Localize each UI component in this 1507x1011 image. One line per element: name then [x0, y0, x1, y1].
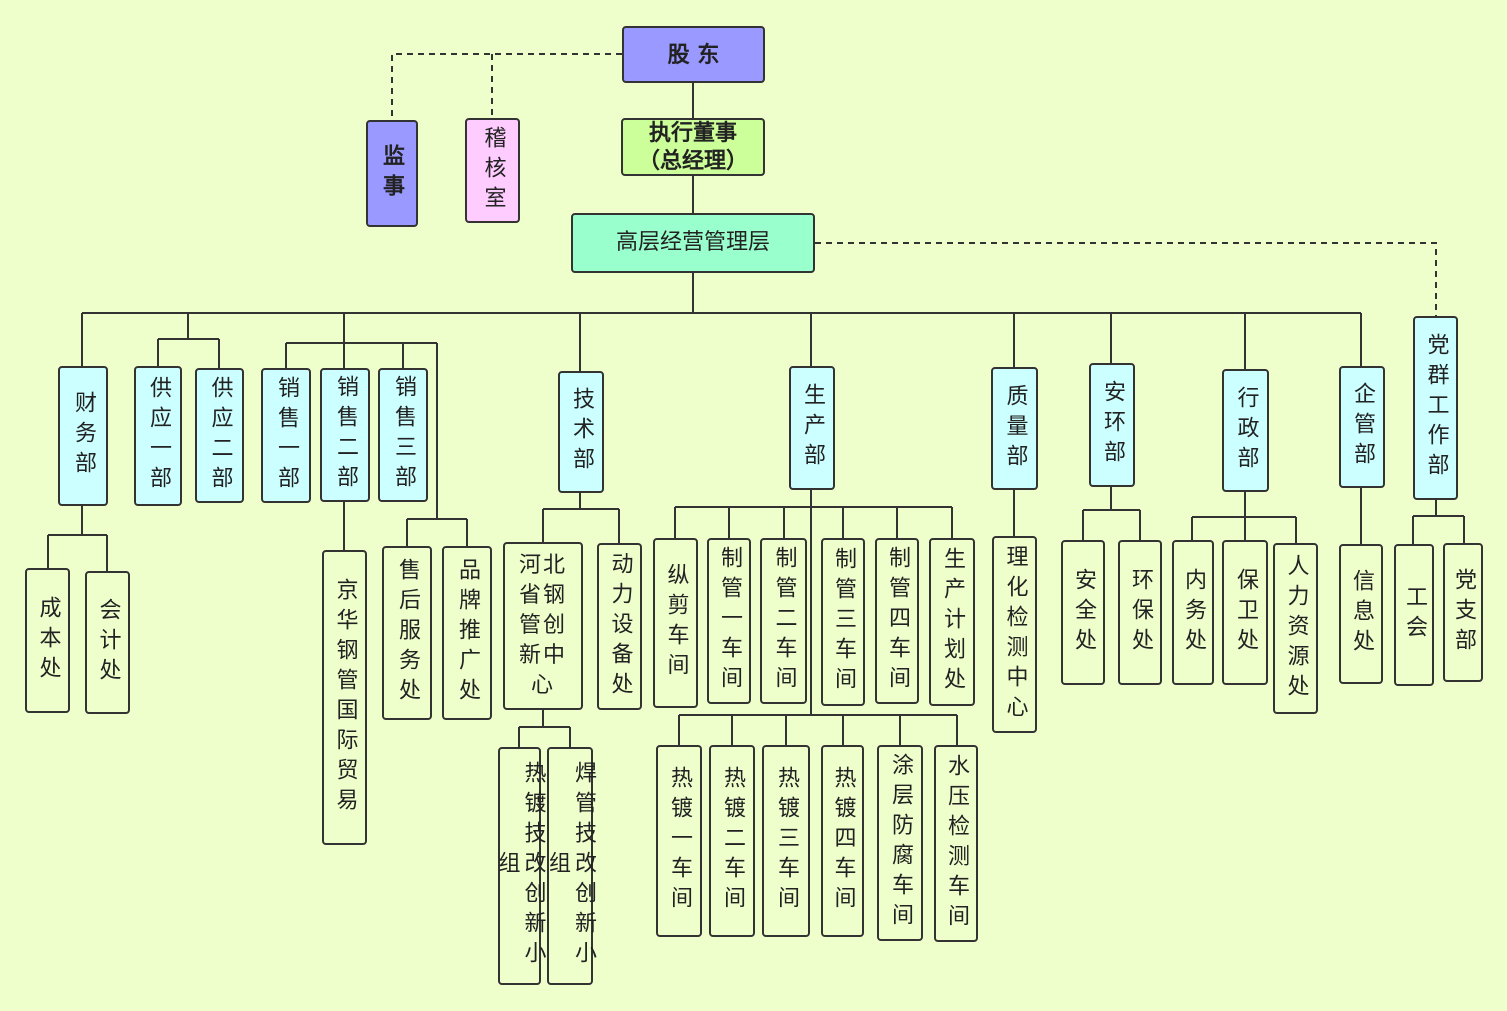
unit-aftersales-label: 售后服务处	[395, 558, 420, 708]
dept-finance-label: 财务部	[71, 391, 96, 481]
unit-weld-group: 焊管技改创新小组	[545, 747, 596, 985]
dept-enterprise-mgmt: 企管部	[1339, 366, 1385, 488]
unit-pipe1-label: 制管一车间	[717, 546, 742, 696]
unit-party-branch-label: 党支部	[1451, 567, 1476, 658]
dashed-link-supervisor	[391, 53, 622, 120]
unit-pipe4-label: 制管四车间	[885, 546, 910, 696]
management-box: 高层经营管理层	[571, 213, 815, 273]
unit-galv4: 热镀四车间	[821, 745, 864, 937]
unit-internal: 内务处	[1172, 540, 1214, 685]
unit-pipe4: 制管四车间	[875, 538, 919, 704]
executive-label: 执行董事 （总经理）	[637, 120, 748, 174]
unit-hydro-label: 水压检测车间	[944, 753, 969, 934]
unit-galv-group-label: 热镀技改创新小组	[494, 761, 546, 971]
dept-sales3-label: 销售三部	[391, 375, 416, 495]
unit-weld-group-label: 焊管技改创新小组	[545, 761, 596, 971]
unit-coating: 涂层防腐车间	[877, 745, 923, 941]
dept-admin-label: 行政部	[1233, 385, 1259, 476]
dept-admin: 行政部	[1222, 369, 1269, 492]
unit-safety: 安全处	[1061, 540, 1105, 685]
dept-sales1-label: 销售一部	[274, 375, 299, 496]
unit-info: 信息处	[1339, 544, 1383, 684]
unit-accounting-label: 会计处	[95, 597, 121, 688]
dept-supply1-label: 供应一部	[146, 376, 171, 496]
unit-galv1: 热镀一车间	[656, 745, 702, 937]
unit-galv2: 热镀二车间	[709, 745, 755, 937]
unit-power-equipment: 动力设备处	[597, 543, 642, 710]
unit-galv3: 热镀三车间	[762, 745, 810, 937]
unit-cost-label: 成本处	[35, 595, 61, 686]
dept-finance: 财务部	[58, 366, 108, 506]
unit-union-label: 工会	[1402, 585, 1427, 645]
dept-party-label: 党群工作部	[1423, 333, 1449, 483]
unit-galv1-label: 热镀一车间	[667, 766, 692, 916]
unit-env: 环保处	[1118, 540, 1162, 685]
unit-union: 工会	[1394, 544, 1434, 686]
unit-pipe2-label: 制管二车间	[771, 546, 797, 696]
dept-party: 党群工作部	[1413, 316, 1458, 500]
unit-aftersales: 售后服务处	[382, 546, 432, 720]
unit-accounting: 会计处	[85, 571, 130, 714]
unit-slitting-label: 纵剪车间	[663, 563, 689, 683]
unit-coating-label: 涂层防腐车间	[888, 753, 913, 933]
dept-safety-env: 安环部	[1089, 363, 1135, 487]
dept-tech-label: 技术部	[569, 387, 594, 477]
unit-galv4-label: 热镀四车间	[830, 766, 856, 916]
unit-galv-group: 热镀技改创新小组	[495, 747, 546, 985]
dept-sales2-label: 销售二部	[333, 375, 358, 495]
unit-pipe2: 制管二车间	[760, 538, 807, 704]
dept-supply1: 供应一部	[134, 366, 182, 506]
unit-innovation-center-label: 河北省钢管创新中心	[518, 553, 567, 698]
unit-hr-label: 人力资源处	[1283, 553, 1309, 704]
unit-brand: 品牌推广处	[442, 546, 492, 720]
unit-security: 保卫处	[1222, 540, 1268, 685]
unit-innovation-center: 河北省钢管创新中心	[503, 542, 583, 710]
unit-planning: 生产计划处	[929, 538, 975, 706]
dept-enterprise-mgmt-label: 企管部	[1350, 382, 1375, 472]
unit-jinghua: 京华钢管国际贸易	[322, 550, 367, 845]
unit-jinghua-label: 京华钢管国际贸易	[332, 577, 358, 818]
dept-production-label: 生产部	[800, 383, 825, 473]
unit-security-label: 保卫处	[1233, 567, 1258, 658]
unit-env-label: 环保处	[1128, 567, 1153, 658]
shareholders-box: 股 东	[622, 26, 765, 83]
unit-planning-label: 生产计划处	[940, 547, 965, 697]
unit-pipe1: 制管一车间	[707, 538, 751, 704]
unit-galv2-label: 热镀二车间	[720, 766, 745, 916]
unit-pipe3-label: 制管三车间	[831, 547, 856, 697]
unit-pipe3: 制管三车间	[821, 538, 865, 706]
executive-box: 执行董事 （总经理）	[621, 118, 765, 176]
audit-office-label: 稽核室	[480, 125, 506, 216]
unit-lab-label: 理化检测中心	[1002, 544, 1028, 725]
unit-power-equipment-label: 动力设备处	[607, 551, 633, 702]
unit-cost: 成本处	[25, 568, 70, 713]
dept-sales3: 销售三部	[378, 368, 428, 502]
unit-galv3-label: 热镀三车间	[774, 766, 799, 916]
unit-safety-label: 安全处	[1071, 567, 1096, 658]
shareholders-label: 股 东	[667, 41, 720, 68]
unit-hydro: 水压检测车间	[934, 745, 978, 942]
dept-supply2-label: 供应二部	[207, 375, 233, 496]
unit-brand-label: 品牌推广处	[455, 558, 480, 708]
dashed-link-party	[815, 242, 1437, 316]
dept-quality-label: 质量部	[1002, 383, 1028, 474]
unit-party-branch: 党支部	[1443, 543, 1483, 682]
unit-slitting: 纵剪车间	[653, 538, 698, 708]
dept-quality: 质量部	[991, 367, 1038, 490]
supervisor-label: 监事	[379, 143, 405, 204]
dept-sales1: 销售一部	[261, 368, 311, 503]
management-label: 高层经营管理层	[615, 230, 770, 255]
audit-office-box: 稽核室	[465, 118, 520, 223]
unit-internal-label: 内务处	[1181, 567, 1206, 658]
dept-safety-env-label: 安环部	[1100, 380, 1125, 470]
dept-tech: 技术部	[558, 371, 604, 493]
unit-info-label: 信息处	[1349, 569, 1374, 659]
dept-production: 生产部	[789, 366, 835, 490]
supervisor-box: 监事	[366, 120, 418, 227]
unit-lab: 理化检测中心	[992, 536, 1037, 733]
dept-supply2: 供应二部	[195, 368, 244, 503]
unit-hr: 人力资源处	[1273, 543, 1318, 714]
dept-sales2: 销售二部	[320, 368, 370, 502]
